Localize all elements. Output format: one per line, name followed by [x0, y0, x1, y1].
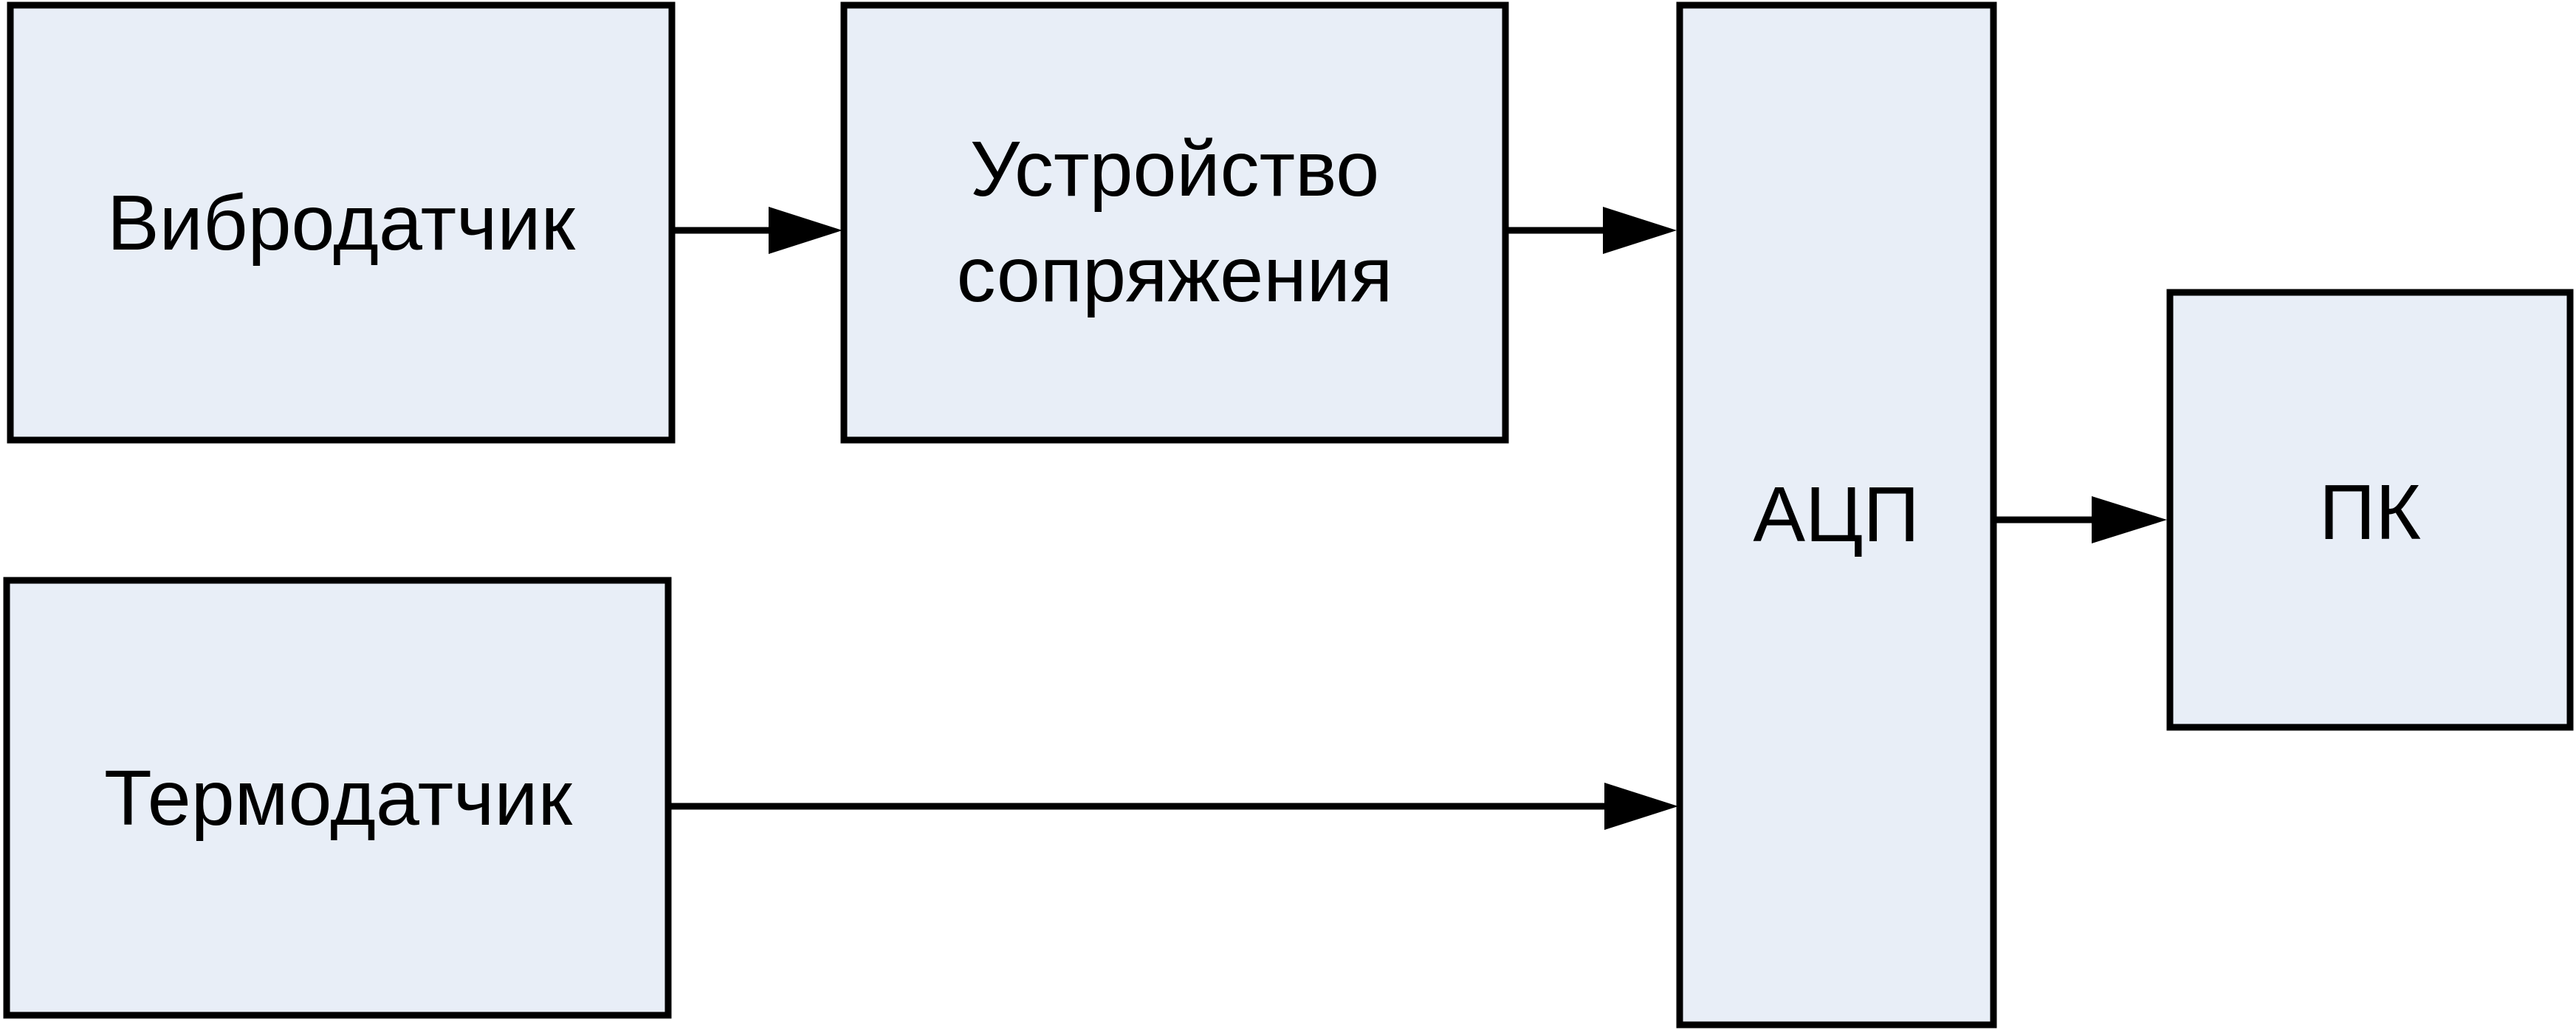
- arrow-adc-to-pc: [1993, 496, 2167, 543]
- node-adc: АЦП: [1676, 1, 1997, 1029]
- node-interface-device-label-line1: Устройство: [970, 126, 1380, 213]
- node-interface-device-label-line2: сопряжения: [957, 231, 1393, 318]
- node-adc-label: АЦП: [1753, 471, 1919, 558]
- node-interface-device: Устройство сопряжения: [840, 1, 1509, 444]
- node-pc: ПК: [2166, 289, 2574, 731]
- node-vibro-sensor-label: Вибродатчик: [107, 179, 576, 267]
- node-vibro-sensor: Вибродатчик: [7, 1, 676, 444]
- node-thermo-sensor-label: Термодатчик: [104, 755, 573, 842]
- arrow-interface-to-adc: [1505, 207, 1677, 254]
- node-pc-label: ПК: [2319, 469, 2421, 556]
- node-thermo-sensor: Термодатчик: [3, 577, 672, 1019]
- arrow-thermo-to-adc: [668, 783, 1678, 830]
- arrow-vibro-to-interface: [672, 207, 842, 254]
